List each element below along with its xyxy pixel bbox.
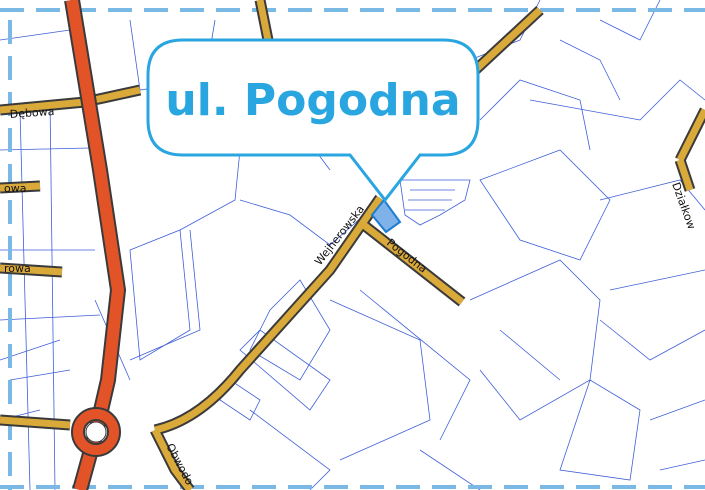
- highlighted-building[interactable]: [370, 198, 402, 234]
- callout: ul. Pogodna: [146, 38, 480, 203]
- roundabout: [71, 407, 121, 457]
- street-label-pogodna: Pogodna: [384, 236, 429, 275]
- street-label-wa: owa: [4, 182, 26, 195]
- street-label-debowa: Dębowa: [9, 105, 54, 121]
- frame-dashes: [0, 8, 705, 490]
- callout-title: ul. Pogodna: [165, 75, 460, 126]
- street-label-rowa: rowa: [4, 262, 31, 275]
